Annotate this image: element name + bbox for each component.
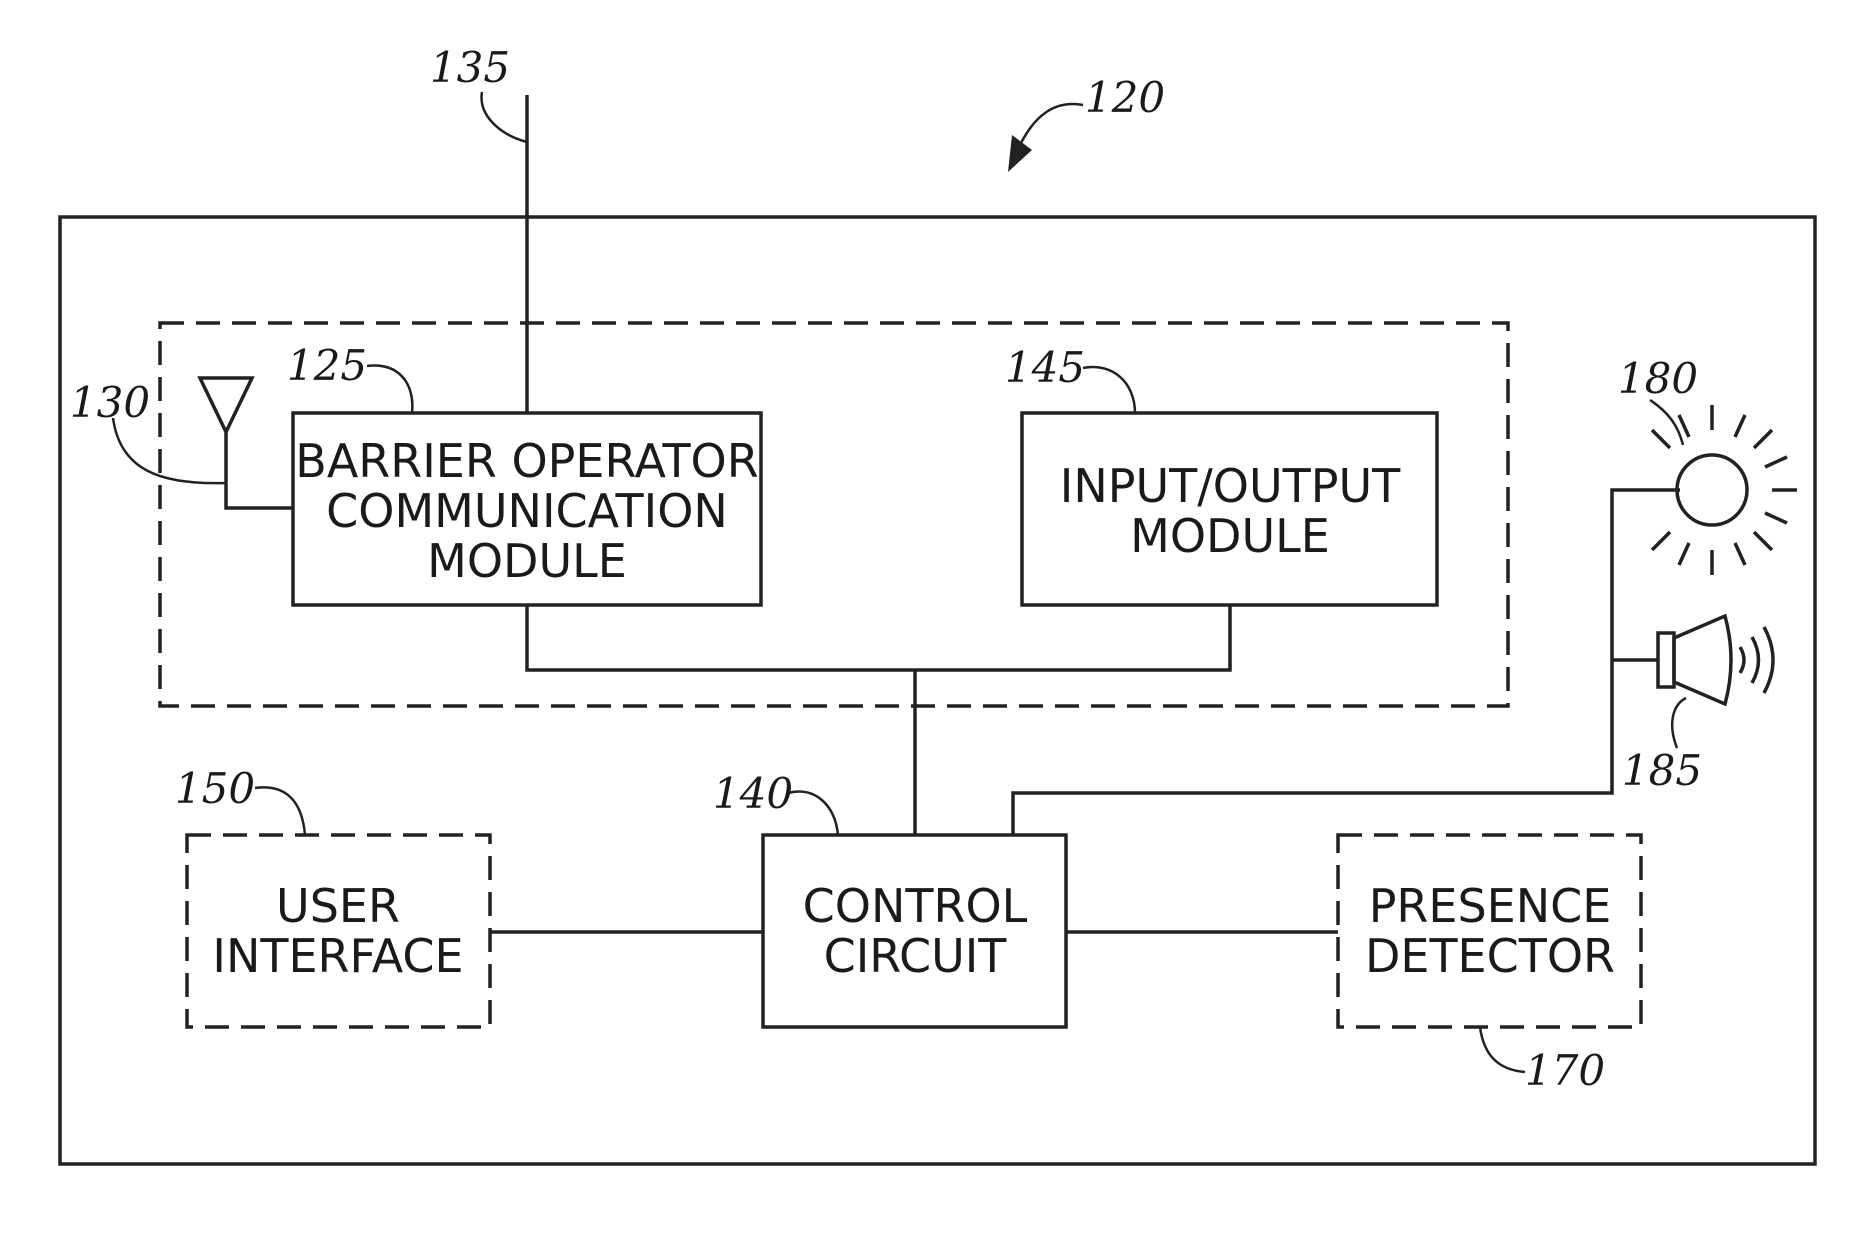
control-circuit-line2: CIRCUIT bbox=[824, 929, 1008, 983]
input-output-module: INPUT/OUTPUT MODULE bbox=[1022, 413, 1437, 605]
user-interface-line2: INTERFACE bbox=[212, 929, 463, 983]
ref-120: 120 bbox=[1085, 73, 1165, 122]
io-module-line1: INPUT/OUTPUT bbox=[1060, 459, 1401, 513]
barrier-module-line3: MODULE bbox=[427, 534, 627, 588]
module-bus bbox=[527, 605, 1230, 670]
io-module-line2: MODULE bbox=[1130, 509, 1330, 563]
control-circuit-line1: CONTROL bbox=[803, 879, 1028, 933]
barrier-module-line2: COMMUNICATION bbox=[326, 484, 728, 538]
presence-detector-line1: PRESENCE bbox=[1369, 879, 1612, 933]
ref-185: 185 bbox=[1622, 746, 1702, 795]
ref-180: 180 bbox=[1618, 354, 1698, 403]
leader-135 bbox=[482, 92, 527, 142]
user-interface-line1: USER bbox=[276, 879, 400, 933]
barrier-module-line1: BARRIER OPERATOR bbox=[295, 434, 758, 488]
ref-170: 170 bbox=[1525, 1046, 1605, 1095]
leader-185 bbox=[1672, 698, 1686, 748]
ref-150: 150 bbox=[175, 764, 255, 813]
ref-130: 130 bbox=[70, 378, 150, 427]
presence-detector: PRESENCE DETECTOR bbox=[1338, 835, 1641, 1027]
ref-135: 135 bbox=[430, 43, 510, 92]
control-to-indicators-link bbox=[1013, 490, 1680, 835]
arrow-icon bbox=[1008, 104, 1083, 172]
presence-detector-line2: DETECTOR bbox=[1365, 929, 1615, 983]
barrier-operator-communication-module: BARRIER OPERATOR COMMUNICATION MODULE bbox=[293, 413, 761, 605]
ref-145: 145 bbox=[1005, 343, 1085, 392]
leader-180 bbox=[1650, 400, 1683, 445]
leader-130 bbox=[113, 418, 226, 483]
ref-125: 125 bbox=[287, 341, 367, 390]
speaker-icon bbox=[1658, 616, 1773, 704]
user-interface: USER INTERFACE bbox=[187, 835, 490, 1027]
leader-125 bbox=[367, 366, 412, 413]
leader-170 bbox=[1480, 1027, 1525, 1072]
leader-150 bbox=[255, 787, 305, 835]
leader-140 bbox=[788, 792, 838, 835]
control-circuit: CONTROL CIRCUIT bbox=[763, 835, 1066, 1027]
antenna-icon bbox=[200, 378, 293, 508]
leader-145 bbox=[1083, 367, 1135, 413]
ref-140: 140 bbox=[713, 769, 793, 818]
